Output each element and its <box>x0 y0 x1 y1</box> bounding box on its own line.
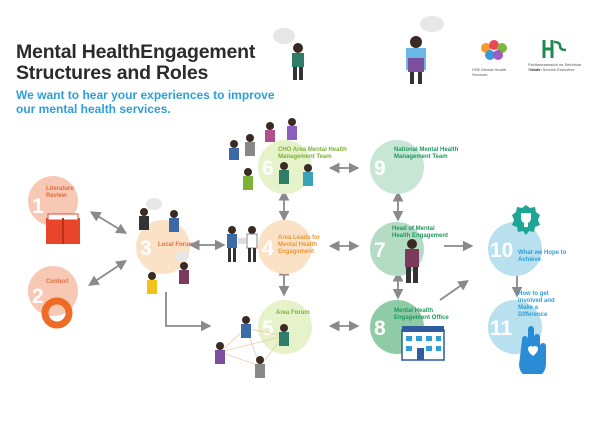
ring-icon <box>41 297 73 329</box>
node-3-number: 3 <box>140 237 152 260</box>
node-9-number: 9 <box>374 157 386 180</box>
node-5-label: Area Forum <box>276 310 310 316</box>
node-10-number: 10 <box>490 239 514 262</box>
hse-irish-text: Feidhmeannacht na Seirbhíse Sláinte <box>528 62 582 72</box>
page-title: Mental HealthEngagement Structures and R… <box>16 41 256 84</box>
arrow-8-10 <box>439 279 469 301</box>
node-6-label: CHO Area Mental Health Management Team <box>278 147 347 160</box>
header-figure-man <box>273 28 304 80</box>
arrow-3-5 <box>165 292 212 332</box>
node-1-label: Literature Review <box>46 186 74 199</box>
node-11-number: 11 <box>490 317 513 340</box>
node-11-label: How to get Involved and Make a Differenc… <box>518 291 555 318</box>
office-building-icon <box>401 326 445 361</box>
raised-hand-icon <box>519 326 546 374</box>
node-3-label: Local Forum <box>158 242 195 248</box>
area-forum-network-people <box>215 316 289 378</box>
node-2-label: Context <box>46 279 69 285</box>
node-5-number: 5 <box>262 317 274 340</box>
node-4-circle <box>258 220 312 274</box>
area-leads-people <box>227 226 258 262</box>
book-icon <box>46 213 80 244</box>
node-4-label: Area Leads for Mental Health Engagement <box>278 235 321 255</box>
hse-english-text: Health Service Executive <box>530 67 575 72</box>
node-2-number: 2 <box>32 285 44 308</box>
head-of-engagement-figure <box>405 239 419 283</box>
node-8-label: Mental Health Engagement Office <box>394 308 449 321</box>
arrow-1-3 <box>89 211 128 234</box>
page-subtitle: We want to hear your experiences to impr… <box>16 88 275 116</box>
node-8-number: 8 <box>374 317 386 340</box>
hse-logo <box>542 40 566 58</box>
node-9-circle <box>370 140 424 194</box>
management-team-people <box>229 118 313 190</box>
arrow-2-3 <box>88 260 127 286</box>
header-figure-woman <box>406 16 444 84</box>
node-6-number: 6 <box>262 157 274 180</box>
mental-health-services-logo <box>481 40 507 60</box>
node-10-label: What we Hope to Achieve <box>518 250 567 263</box>
local-forum-people <box>139 198 189 294</box>
trophy-icon <box>512 205 540 235</box>
node-1-number: 1 <box>32 195 44 218</box>
node-7-label: Head of Mental Health Engagement <box>392 226 449 239</box>
node-9-label: National Mental Health Management Team <box>394 147 459 160</box>
node-7-number: 7 <box>374 239 386 262</box>
node-4-number: 4 <box>262 237 274 260</box>
mental-health-services-text: HSE Mental Health Services <box>472 67 507 77</box>
